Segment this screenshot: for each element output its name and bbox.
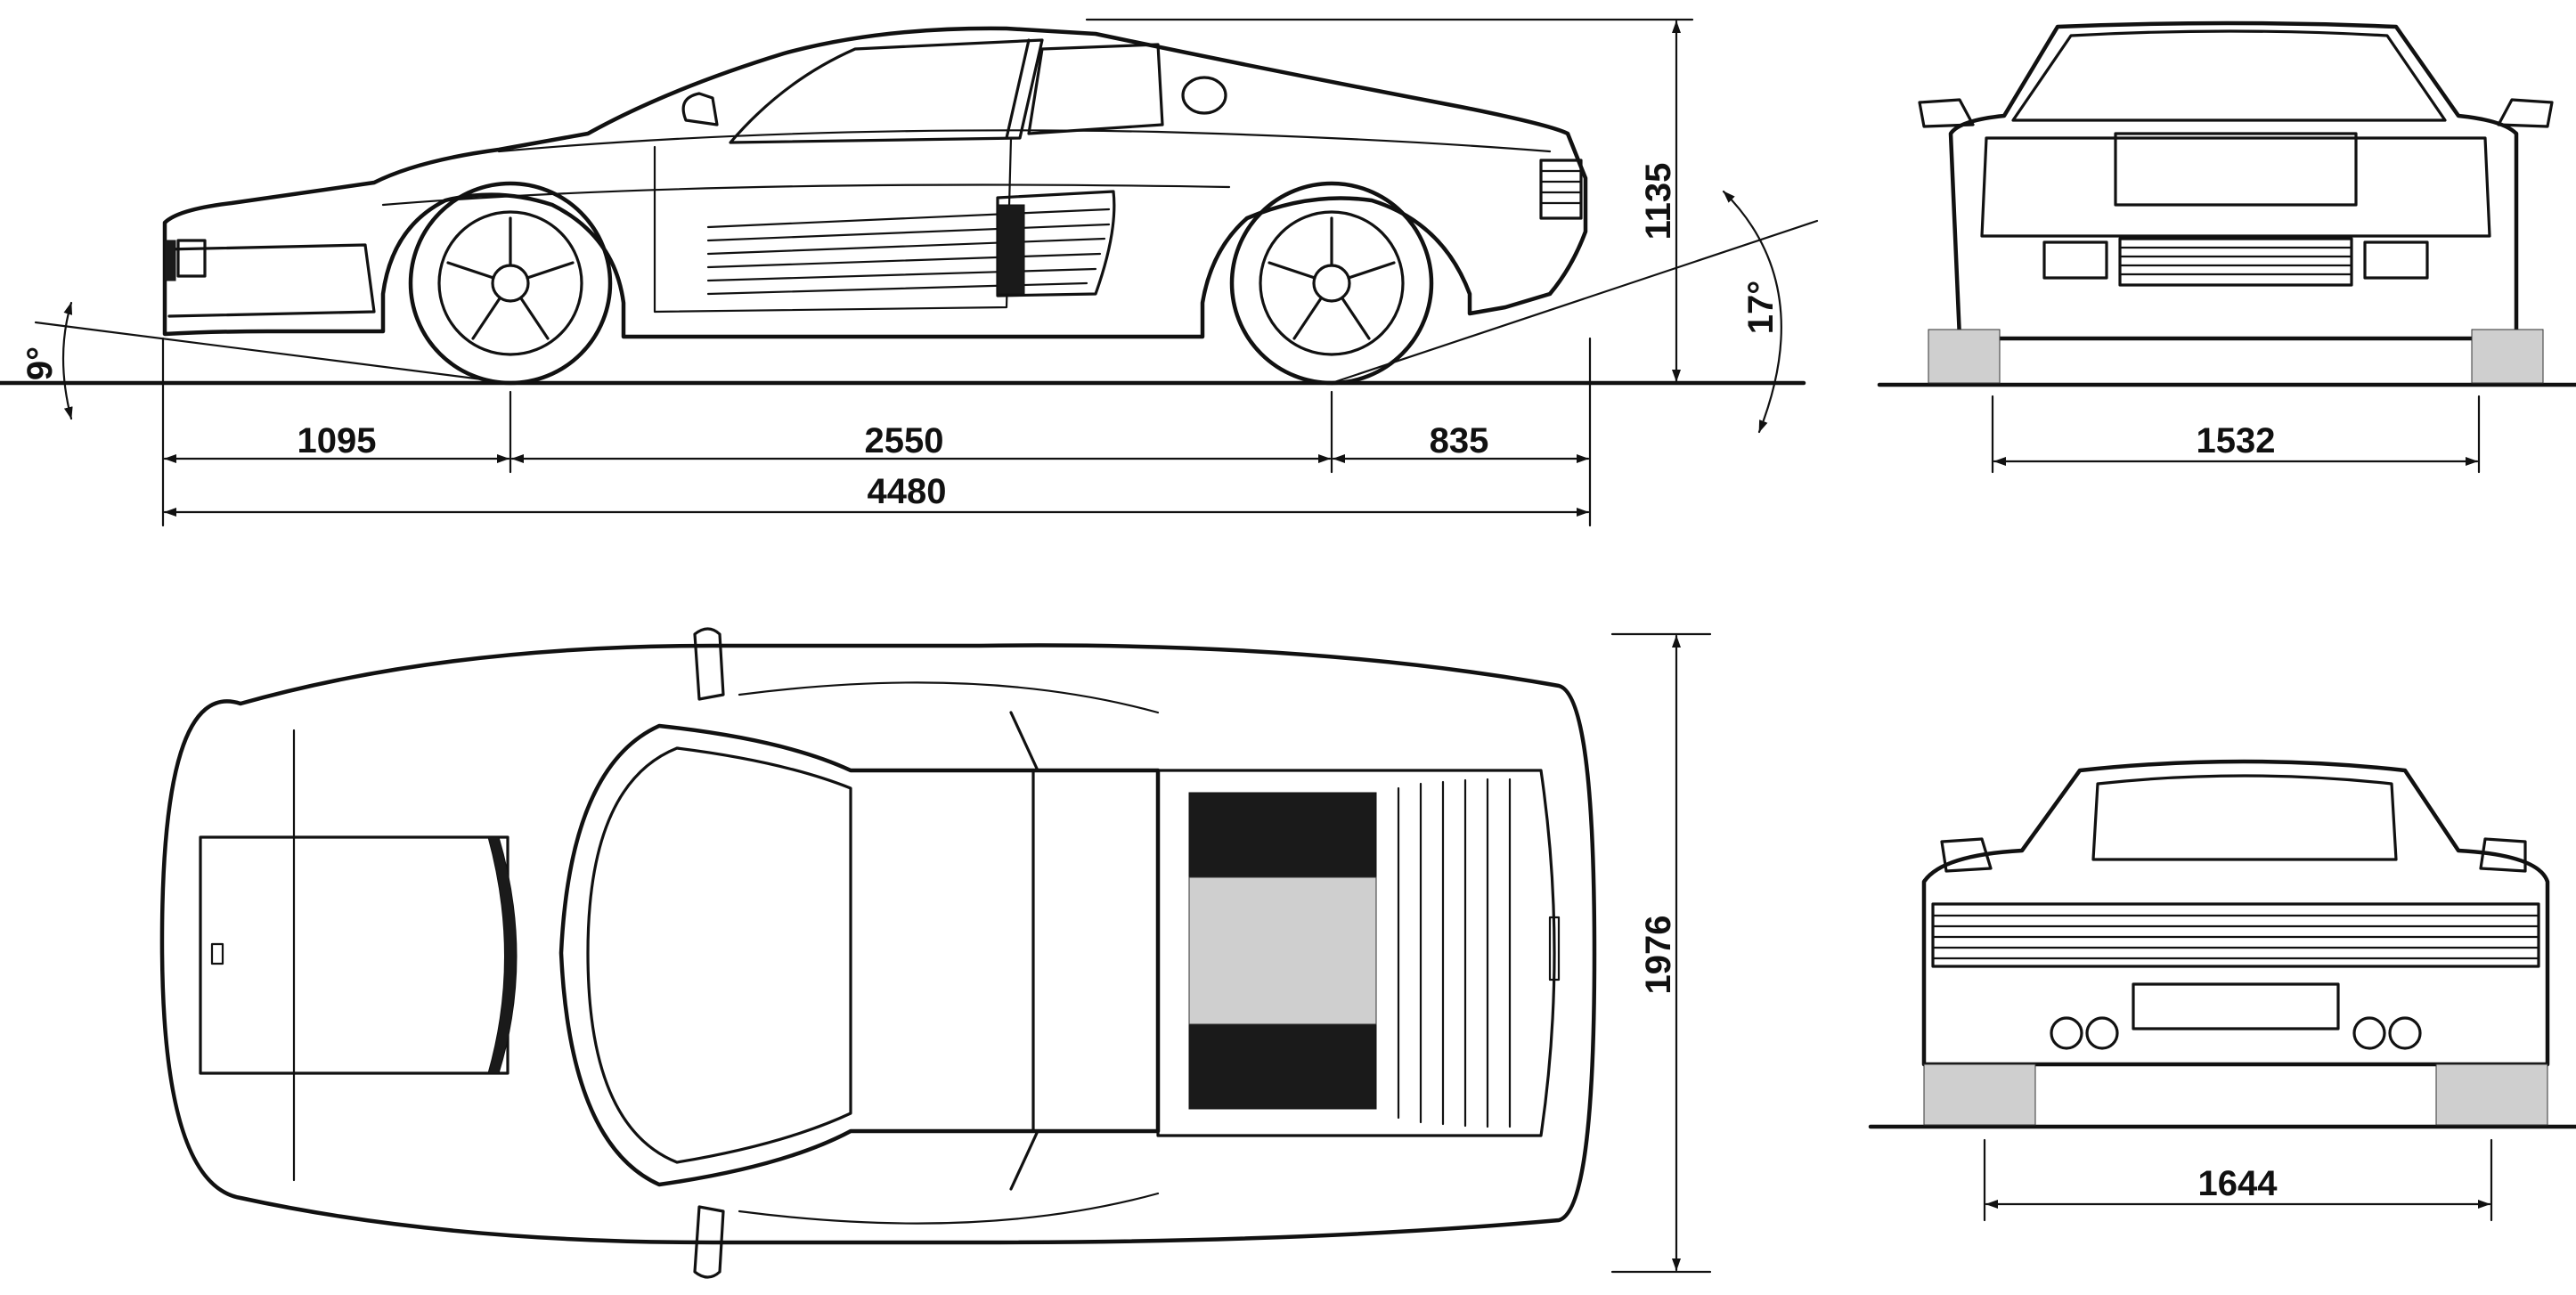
side-front-light xyxy=(176,239,207,278)
rear-right-mirror xyxy=(2479,837,2527,873)
front-body-outline xyxy=(1948,20,2519,341)
front-left-mirror xyxy=(1918,98,1975,128)
top-cabin-outline xyxy=(558,723,1161,1187)
front-windshield xyxy=(2011,29,2447,122)
approach-angle-arc xyxy=(61,301,73,420)
rear-window xyxy=(2091,774,2398,861)
side-rear-wheel xyxy=(1229,181,1434,386)
dim-overall-length-label: 4480 xyxy=(868,472,947,511)
side-front-bumper xyxy=(163,243,376,318)
front-right-tire xyxy=(2471,329,2544,384)
departure-angle-arc xyxy=(1722,190,1782,434)
dim-width-label: 1976 xyxy=(1639,916,1678,995)
front-view: 1532 xyxy=(1877,20,2576,474)
fuel-cap-icon xyxy=(1181,76,1227,115)
rear-plate-recess xyxy=(2132,982,2340,1030)
top-roof xyxy=(849,769,1035,1133)
top-hood-vent xyxy=(487,836,518,1074)
rear-view: 1644 xyxy=(1868,759,2576,1222)
side-beltline xyxy=(497,129,1552,153)
front-fascia xyxy=(1980,136,2491,238)
top-engine-cover xyxy=(1156,769,1556,1137)
top-window-right xyxy=(738,1192,1160,1225)
top-engine-vents-upper xyxy=(1188,792,1377,1110)
top-pillar-right xyxy=(1009,1129,1039,1191)
rear-body-outline xyxy=(1921,759,2550,1067)
dim-rear-overhang-label: 835 xyxy=(1430,421,1489,460)
side-pillar xyxy=(1005,38,1031,140)
top-rear-badge xyxy=(1548,916,1561,981)
front-left-tire xyxy=(1928,329,2001,384)
rear-left-tire xyxy=(1923,1063,2036,1126)
top-left-mirror xyxy=(693,627,725,701)
dim-front-track-label: 1532 xyxy=(2197,421,2276,460)
front-right-mirror xyxy=(2497,98,2554,128)
top-hood xyxy=(199,835,509,1075)
side-window-front xyxy=(729,38,1044,144)
top-windshield xyxy=(586,746,852,1164)
side-strakes xyxy=(706,190,1116,297)
front-left-lamp xyxy=(2042,240,2108,280)
dim-height-label: 1135 xyxy=(1639,163,1678,240)
side-front-grille xyxy=(164,240,176,281)
top-right-mirror xyxy=(693,1205,725,1279)
front-right-lamp xyxy=(2363,240,2429,280)
dim-wheelbase-label: 2550 xyxy=(865,421,944,460)
approach-angle-line xyxy=(34,321,512,385)
top-pillar-left xyxy=(1009,711,1039,772)
dim-rear-track-label: 1644 xyxy=(2198,1164,2278,1203)
departure-angle-label: 17° xyxy=(1741,281,1781,335)
rear-left-mirror xyxy=(1940,837,1993,873)
dim-front-overhang-label: 1095 xyxy=(298,421,377,460)
rear-left-exhaust xyxy=(2050,1016,2119,1050)
top-window-left xyxy=(738,681,1160,714)
side-mirror xyxy=(681,92,719,126)
side-view: 9° 17° 1095 2550 835 4480 1135 xyxy=(0,18,1819,527)
top-hood-badge xyxy=(210,942,224,965)
side-door-cut xyxy=(653,136,1013,314)
side-body-outline xyxy=(162,26,1588,339)
front-hood-panel xyxy=(2114,132,2358,207)
side-window-rear xyxy=(1027,43,1164,135)
approach-angle-label: 9° xyxy=(20,346,60,380)
rear-right-tire xyxy=(2435,1063,2548,1126)
top-body-outline xyxy=(159,643,1597,1245)
side-shoulder-line xyxy=(381,183,1231,207)
top-view: 1976 xyxy=(159,627,1712,1279)
top-engine-slats xyxy=(1397,778,1512,1128)
rear-taillight-grille xyxy=(1931,902,2540,968)
rear-right-exhaust xyxy=(2352,1016,2422,1050)
side-rear-grille xyxy=(1539,159,1583,220)
front-grille xyxy=(2118,237,2353,287)
side-front-wheel xyxy=(408,181,613,386)
